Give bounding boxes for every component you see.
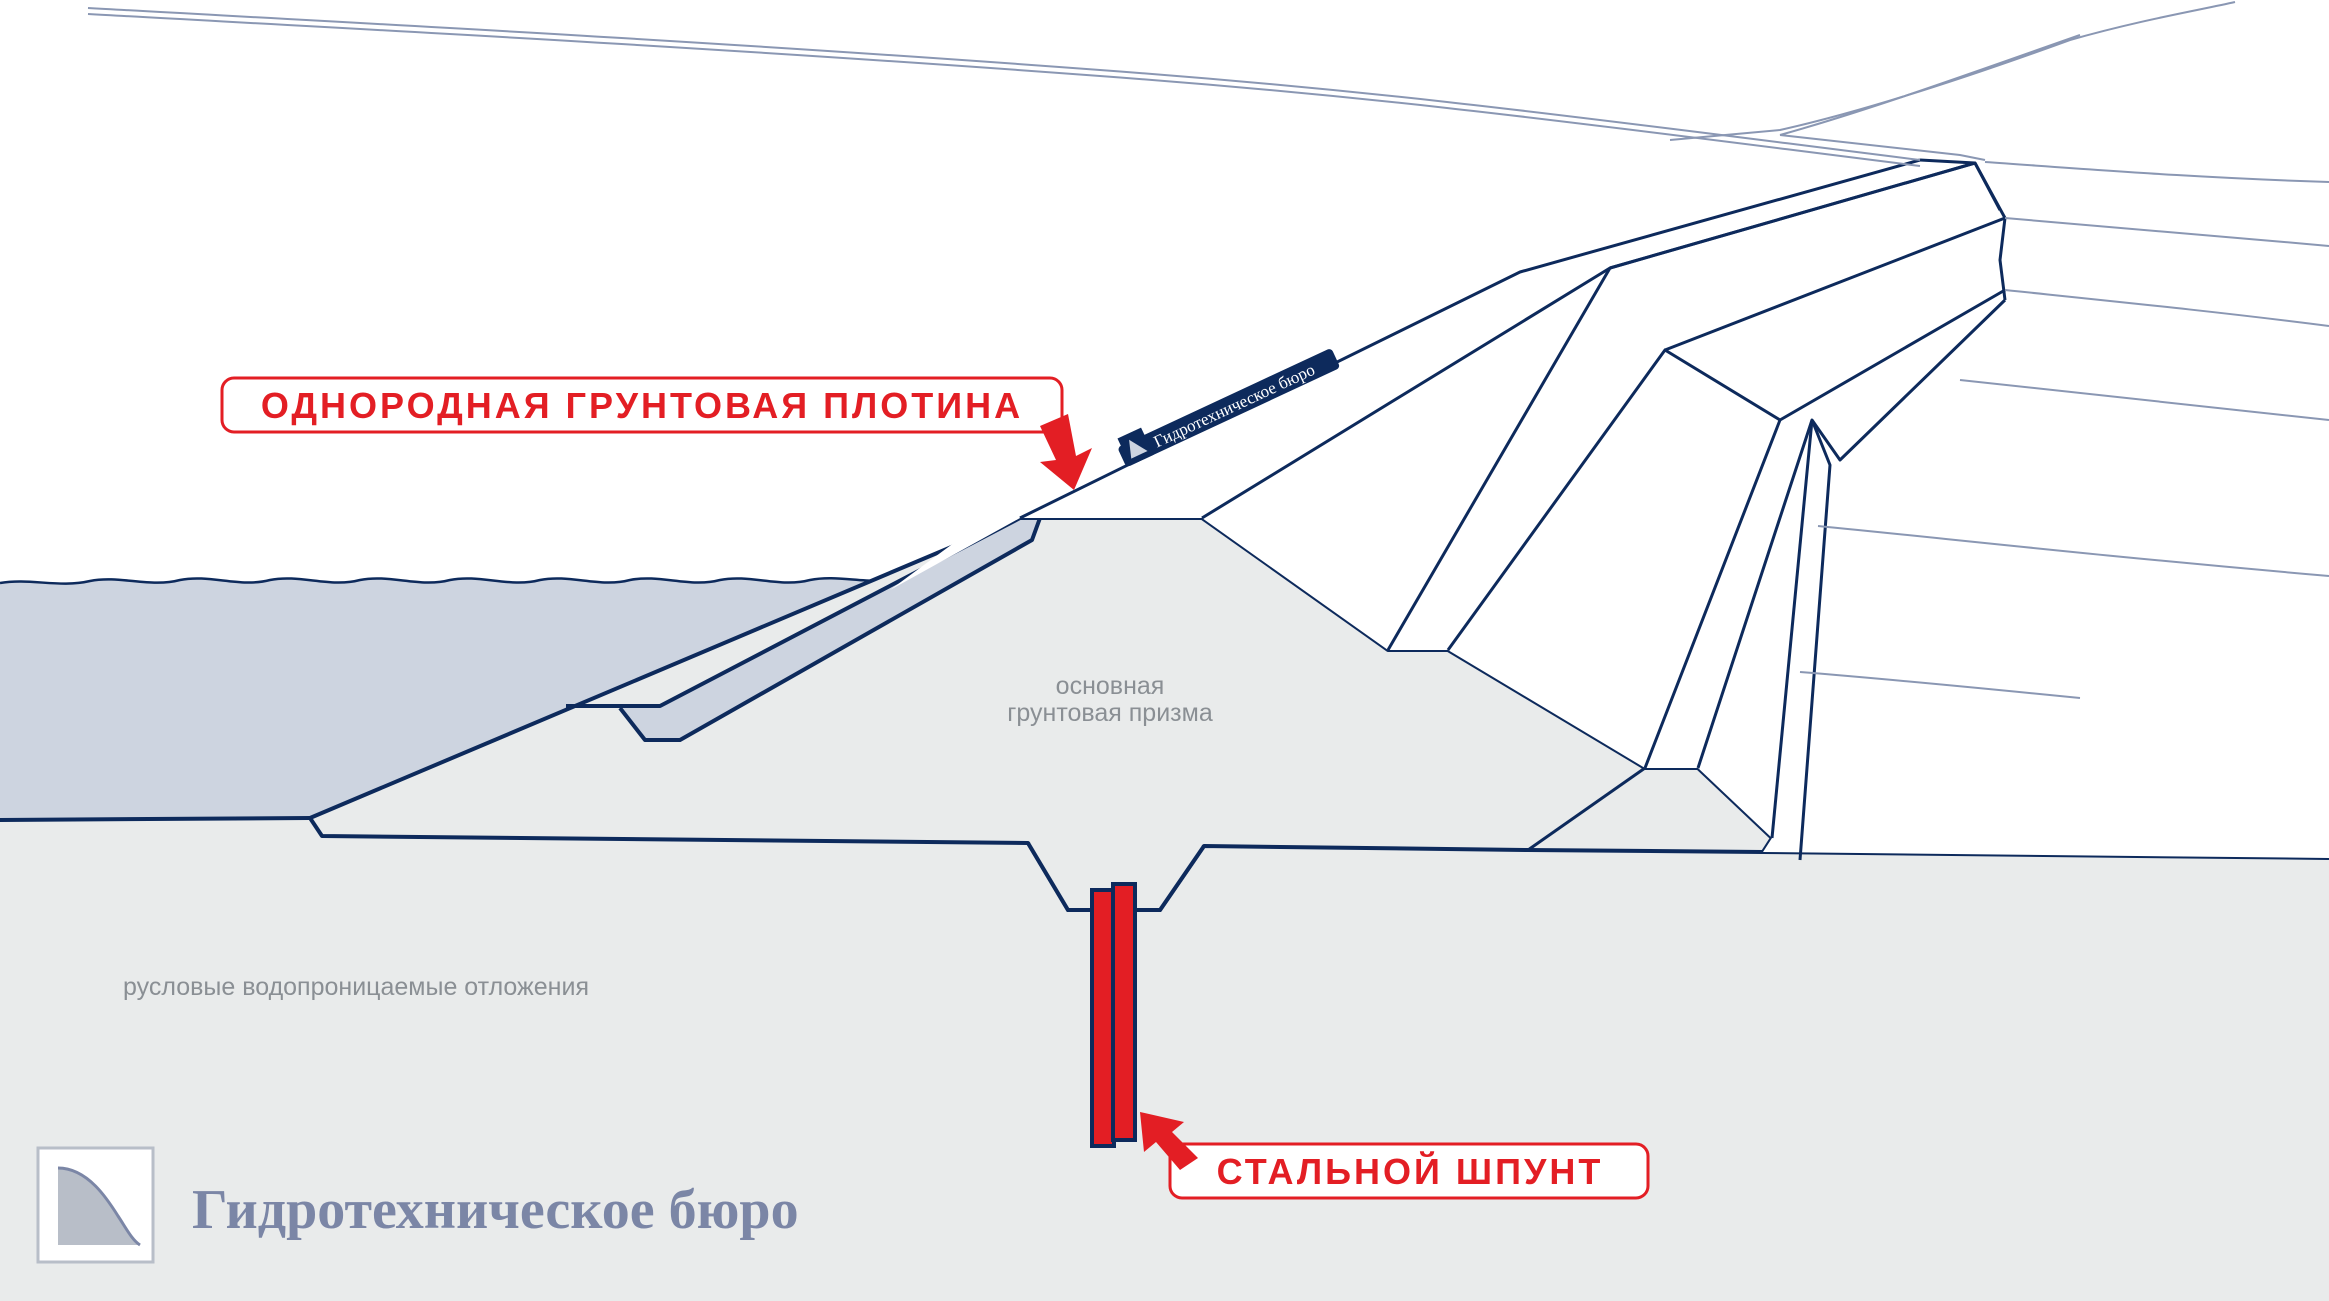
berm-line-6 <box>1696 298 2007 769</box>
terrain-line-far-5 <box>1817 525 2329 577</box>
berm-line-2 <box>1386 267 1612 651</box>
terrain-line-top-2 <box>87 13 1921 167</box>
berm-line-7 <box>1770 419 1814 839</box>
dam-title-text: ОДНОРОДНАЯ ГРУНТОВАЯ ПЛОТИНА <box>261 385 1023 426</box>
terrain-line-far-4 <box>1959 379 2329 421</box>
berm-line-5 <box>1643 288 2006 769</box>
sheet-pile-text: СТАЛЬНОЙ ШПУНТ <box>1217 1150 1604 1192</box>
berm-line-8 <box>1798 419 1832 861</box>
core-label-line2: грунтовая призма <box>1007 699 1213 727</box>
sheet-pile-callout: СТАЛЬНОЙ ШПУНТ <box>1140 1112 1650 1200</box>
dam-title-arrow <box>1040 414 1092 490</box>
reservoir-water <box>0 578 900 820</box>
terrain-line-right-2 <box>1779 134 1986 161</box>
core-label-line1: основная <box>1056 672 1165 700</box>
steel-sheet-pile <box>1090 882 1137 1148</box>
foundation-ground <box>0 818 2329 1301</box>
water-surface-line <box>0 576 901 585</box>
sheet-pile-arrow <box>1140 1112 1198 1170</box>
bureau-logo-icon <box>58 1168 140 1245</box>
dam-title-callout: ОДНОРОДНАЯ ГРУНТОВАЯ ПЛОТИНА <box>220 376 1092 490</box>
foundation-surface-line <box>0 816 311 822</box>
terrain-line-right-3 <box>1779 34 2081 136</box>
upstream-riprap-layer <box>566 516 1042 742</box>
crest-sign-logo-icon <box>1129 439 1148 459</box>
terrain-line-far-6 <box>1799 671 2081 699</box>
terrain-line-far-3 <box>2004 289 2329 327</box>
dam-body <box>310 518 1772 910</box>
berm-line-4 <box>1664 216 2006 352</box>
terrain-line-right <box>1669 1 2236 141</box>
crest-surface <box>890 120 2329 858</box>
downstream-toe <box>1527 766 1646 852</box>
foundation-label: русловые водопроницаемые отложения <box>123 973 589 1001</box>
bureau-logo: Гидротехническое бюро <box>36 1146 799 1264</box>
terrain-line-far-1 <box>1984 161 2329 183</box>
terrain-line-top <box>87 7 1921 161</box>
terrain-line-far-2 <box>2004 217 2329 247</box>
bureau-logo-text: Гидротехническое бюро <box>192 1179 799 1241</box>
